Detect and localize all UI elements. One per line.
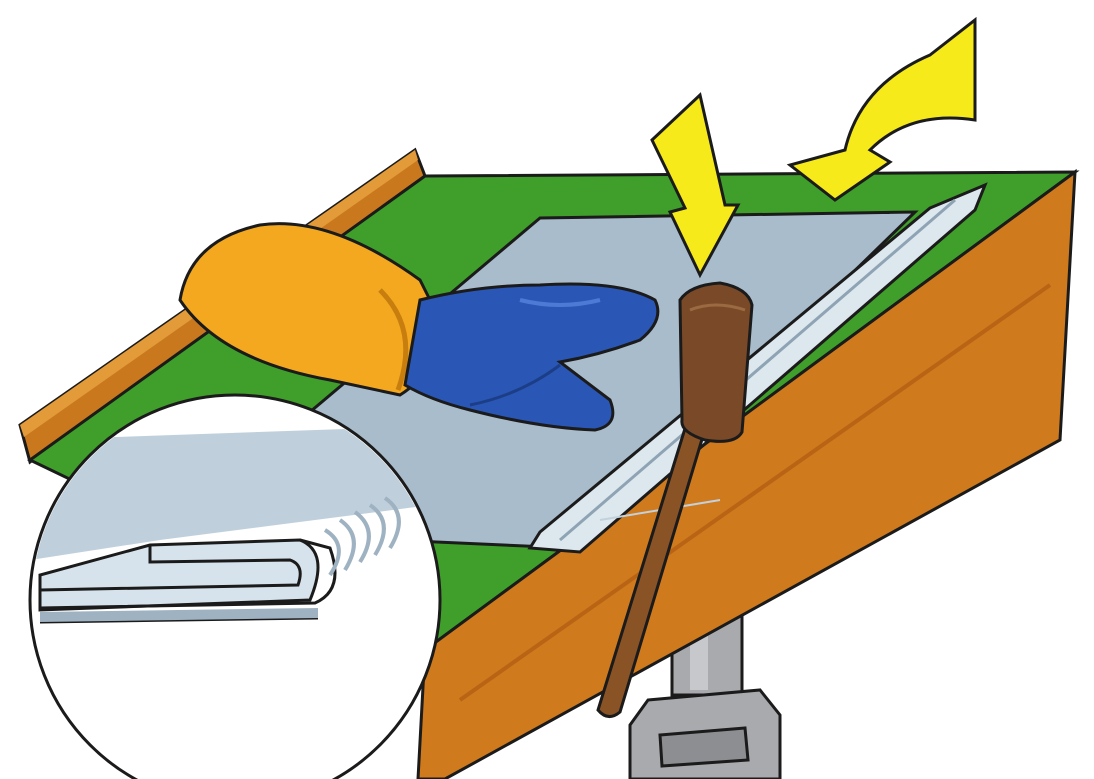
sheet-metal-hemming-illustration — [0, 0, 1094, 779]
